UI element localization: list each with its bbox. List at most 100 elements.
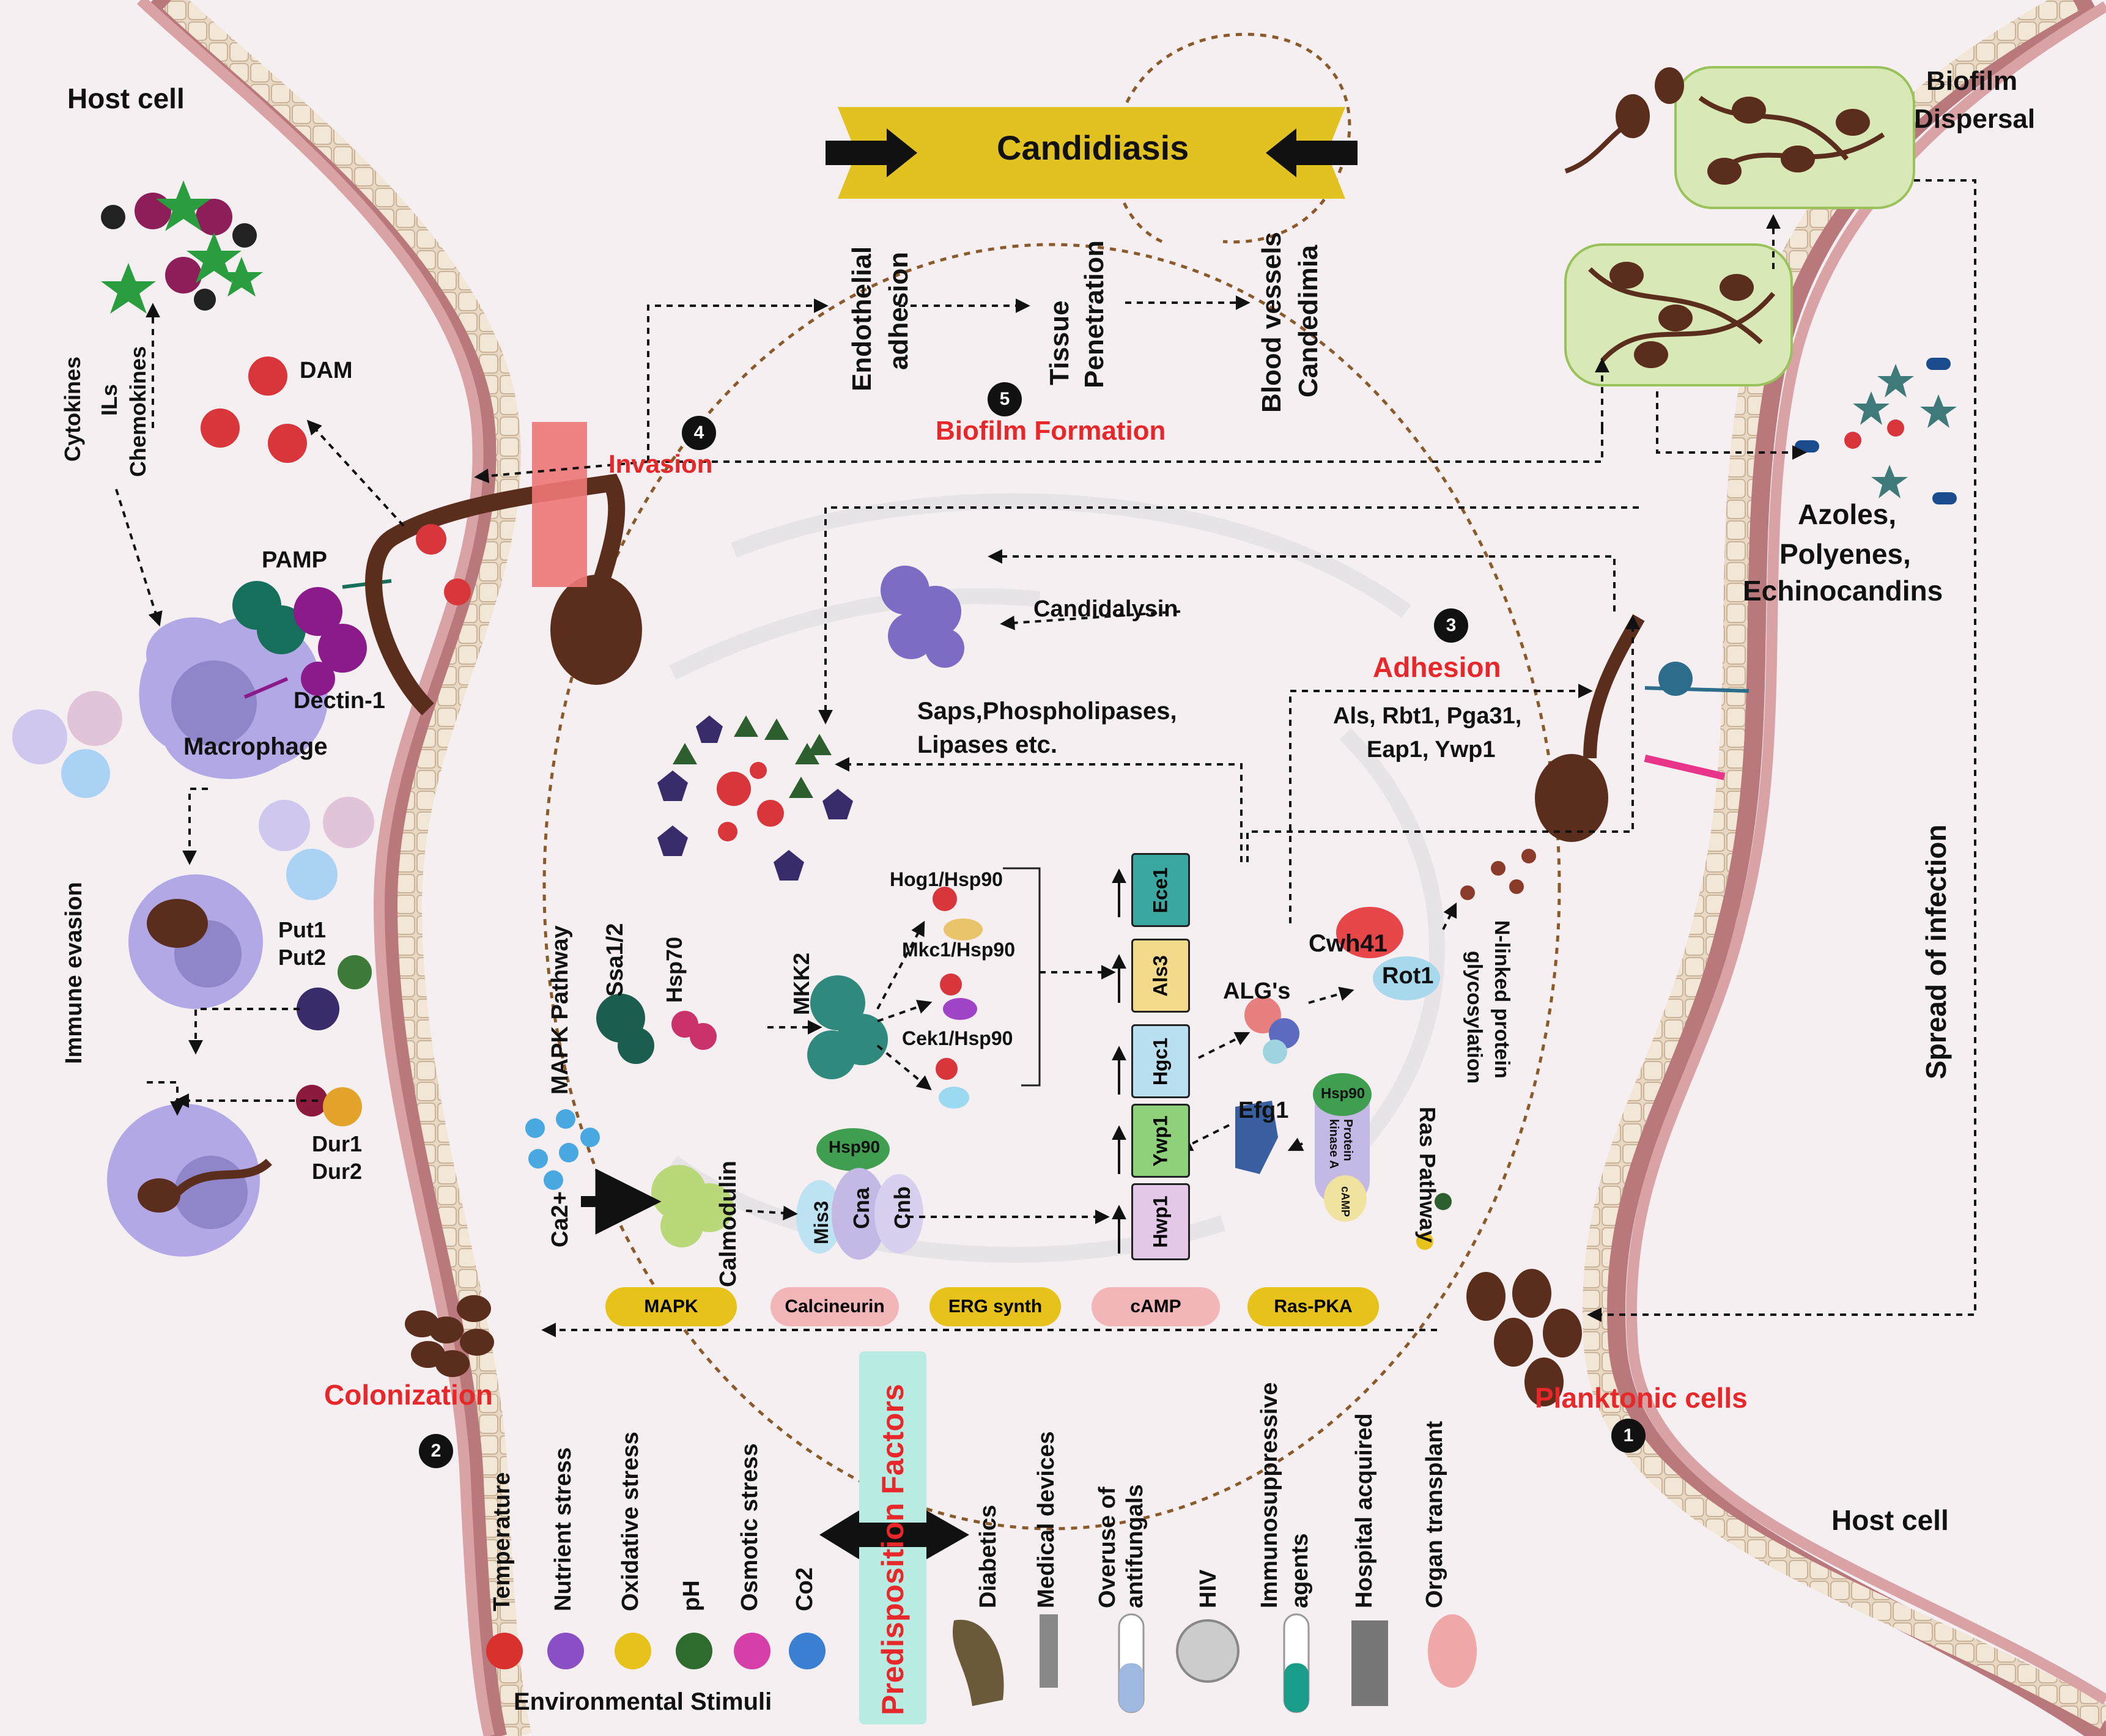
gene-label: Ywp1 [1149, 1115, 1172, 1167]
polyenes-label: Polyenes, [1779, 538, 1911, 570]
dectin-label: Dectin-1 [294, 688, 385, 714]
mis3-label: Mis3 [810, 1200, 832, 1244]
gene-label: Als3 [1149, 955, 1172, 997]
rot1-label: Rot1 [1382, 963, 1434, 989]
ils-label: ILs [97, 383, 122, 416]
adhesion-step-label: adhesion [884, 251, 914, 370]
enzymes-label-2: Lipases etc. [917, 731, 1058, 758]
candidiasis-banner [826, 107, 1358, 199]
pathway-pill-ras-pka: Ras-PKA [1247, 1287, 1379, 1326]
put-dur-transporters [296, 955, 372, 1126]
factor-label: antifungals [1122, 1484, 1148, 1608]
pka-label-1: Protein [1341, 1119, 1354, 1161]
stage-number-4: 4 [682, 416, 716, 450]
diagram-title: Candidiasis [997, 128, 1189, 167]
stimulus-label: Nutrient stress [550, 1447, 576, 1611]
stimuli-icons [486, 1633, 826, 1669]
predisposition-icons [952, 1613, 1477, 1713]
cytokines-label: Cytokines [60, 356, 85, 462]
macrophage-label: Macrophage [183, 733, 328, 760]
adhesins-label-2: Eap1, Ywp1 [1367, 737, 1496, 763]
pamp-label: PAMP [262, 547, 327, 573]
pathway-pill-camp: cAMP [1092, 1287, 1220, 1326]
flow-arrows [115, 179, 1976, 1337]
pathway-pill-erg: ERG synth [929, 1287, 1061, 1326]
dam-particles [201, 356, 307, 463]
nlinked-label-2: glycosylation [1463, 951, 1486, 1084]
calcineurin-complex [796, 1128, 923, 1260]
biofilm-clusters [1564, 66, 1915, 386]
predisposition-title: Predisposition Factors [876, 1384, 910, 1715]
hsp90-pka-label: Hsp90 [1321, 1085, 1365, 1102]
hsp90-calcineurin-label: Hsp90 [829, 1137, 881, 1156]
glycosylation-proteins [1244, 849, 1536, 1064]
invading-hypha [365, 422, 642, 715]
endothelial-label: Endothelial [847, 246, 877, 391]
fungal-cell-outline [542, 243, 1561, 1531]
planktonic-cells-label: Planktonic cells [1535, 1382, 1748, 1414]
dur1-label: Dur1 [312, 1131, 363, 1156]
camp-small-label: cAMP [1339, 1186, 1351, 1217]
nlinked-label-1: N-linked protein [1490, 920, 1513, 1079]
cytokine-particles [101, 180, 263, 314]
factor-label: Immunosuppressive [1257, 1382, 1282, 1608]
pka-label-2: kinase A [1327, 1119, 1340, 1169]
mapk-bracket [1003, 867, 1041, 1087]
dam-label: DAM [300, 358, 353, 383]
candidalysin-label: Candidalysin [1033, 596, 1178, 622]
immune-cells-small [12, 691, 374, 900]
mkc1-label: Mkc1/Hsp90 [902, 939, 1015, 961]
mkk2-protein [807, 975, 888, 1079]
cna-label: Cna [849, 1187, 874, 1229]
candedimia-label: Candedimia [1293, 245, 1323, 397]
factor-label: Diabetics [975, 1505, 1001, 1608]
efg1-label: Efg1 [1238, 1098, 1289, 1123]
planktonic-cells [1466, 1269, 1582, 1406]
antifungal-drugs [1795, 358, 1957, 504]
colonizing-cells [405, 1295, 494, 1377]
calcium-label: Ca2+ [547, 1191, 573, 1247]
host-cell-left-label: Host cell [67, 83, 185, 114]
right-host-tissue [1583, 0, 2106, 1736]
invasion-label: Invasion [608, 449, 713, 478]
gene-box-hgc1: Hgc1 [1131, 1024, 1190, 1098]
stage-number-3: 3 [1434, 608, 1468, 643]
macrophage-phagocytosis [107, 874, 272, 1257]
tissue-label: Tissue [1044, 300, 1074, 385]
calmodulin-protein [651, 1165, 734, 1247]
enzymes-label-1: Saps,Phospholipases, [917, 698, 1177, 725]
colonization-label: Colonization [324, 1379, 493, 1411]
stimulus-label: Temperature [489, 1472, 515, 1611]
factor-label: HIV [1195, 1569, 1221, 1608]
secreted-enzymes [657, 715, 853, 881]
gene-box-ece1: Ece1 [1131, 853, 1190, 927]
map-kinases [933, 887, 983, 1109]
factor-label: Organ transplant [1422, 1420, 1447, 1608]
stimulus-label: Co2 [792, 1567, 818, 1611]
pathway-pill-calcineurin: Calcineurin [770, 1287, 899, 1326]
adhesion-label: Adhesion [1373, 651, 1501, 683]
put2-label: Put2 [278, 945, 327, 970]
ras-pathway-label: Ras Pathway [1415, 1107, 1440, 1243]
stimulus-label: Osmotic stress [737, 1443, 763, 1611]
put1-label: Put1 [278, 917, 327, 942]
hsp70-label: Hsp70 [662, 936, 687, 1003]
adhering-hypha [1535, 614, 1749, 842]
gene-box-ywp1: Ywp1 [1131, 1104, 1190, 1178]
alg-label: ALG's [1223, 978, 1291, 1004]
hsp70-complex [596, 994, 717, 1064]
host-cell-right-label: Host cell [1831, 1504, 1949, 1536]
azoles-label: Azoles, [1798, 498, 1897, 530]
gene-box-hwp1: Hwp1 [1131, 1183, 1190, 1260]
calcium-ions [525, 1109, 600, 1190]
calmodulin-label: Calmodulin [715, 1161, 741, 1287]
stimulus-label: pH [679, 1580, 704, 1611]
predisposition-arrow [819, 1510, 969, 1559]
factor-label: Hospital acquired [1351, 1413, 1377, 1608]
dispersal-label: Dispersal [1914, 104, 2036, 134]
environmental-stimuli-caption: Environmental Stimuli [514, 1688, 772, 1715]
pka-complex [1235, 1073, 1452, 1250]
stimulus-label: Oxidative stress [618, 1431, 643, 1611]
dur2-label: Dur2 [312, 1159, 363, 1184]
